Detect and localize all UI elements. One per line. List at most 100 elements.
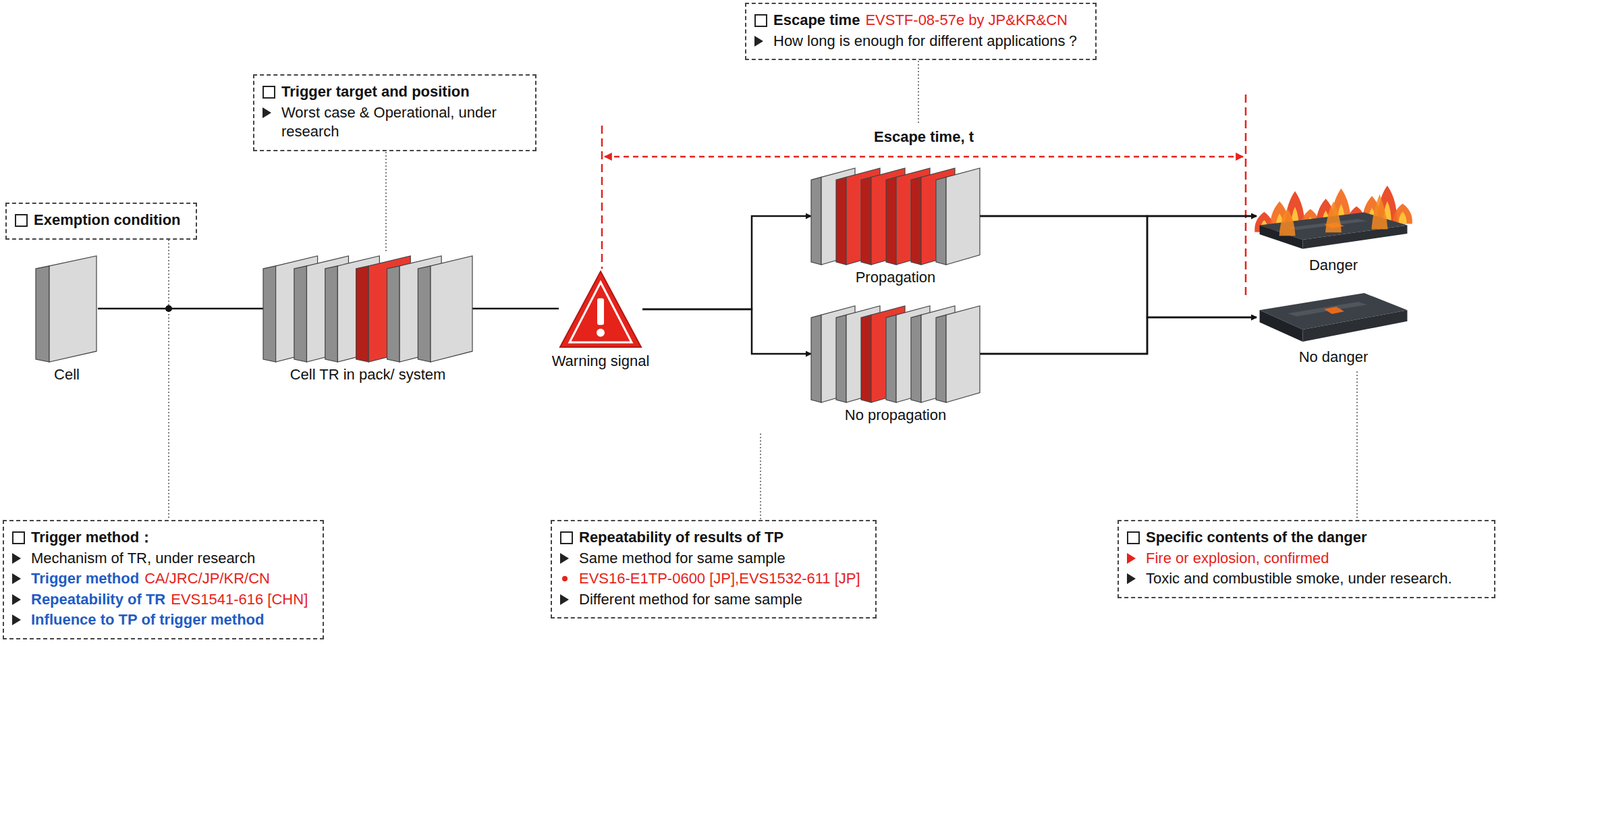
callout-line: Escape timeEVSTF-08-57e by JP&KR&CN xyxy=(754,10,1086,31)
illustration-label: Warning signal xyxy=(552,352,650,370)
line-text: How long is enough for different applica… xyxy=(773,31,1086,52)
arrow-bullet xyxy=(560,593,569,605)
slab-side xyxy=(811,314,822,403)
arrow-bullet xyxy=(754,35,764,47)
callout-text: EVS1541-616 [CHN] xyxy=(170,590,308,608)
line-text: Trigger methodCA/JRC/JP/KR/CN xyxy=(31,568,314,589)
arrow-bullet xyxy=(1126,552,1136,564)
leader-line xyxy=(168,222,170,534)
line-text: Repeatability of results of TP xyxy=(578,527,866,548)
callout-line: Mechanism of TR, under research xyxy=(12,548,314,569)
connector xyxy=(979,317,1257,354)
leader-line xyxy=(759,433,762,534)
slab-side xyxy=(861,176,872,265)
connector xyxy=(642,309,812,354)
callout-text: CA/JRC/JP/KR/CN xyxy=(144,569,270,587)
slab-side xyxy=(911,314,922,403)
bullet-slot xyxy=(1126,527,1146,547)
tray-right xyxy=(1302,309,1408,342)
slab-side xyxy=(294,265,308,362)
slab-side xyxy=(325,265,339,362)
illustration xyxy=(263,255,473,362)
cell-slab xyxy=(935,305,980,403)
callout-heading: Repeatability of results of TP xyxy=(578,528,784,546)
slab-side xyxy=(263,265,277,362)
callout-box: Trigger target and positionWorst case & … xyxy=(253,74,537,152)
arrow-bullet xyxy=(560,552,569,564)
checkbox-bullet xyxy=(560,531,573,544)
callout-line: Trigger method： xyxy=(12,527,314,548)
bullet-slot xyxy=(262,103,282,123)
line-text: Same method for same sample xyxy=(578,548,866,569)
line-text: Trigger target and position xyxy=(281,82,526,102)
callout-line: Specific contents of the danger xyxy=(1126,527,1485,548)
callout-text: Toxic and combustible smoke, under resea… xyxy=(1145,569,1453,587)
callout-box: Trigger method： Mechanism of TR, under re… xyxy=(2,519,324,640)
slab-face xyxy=(430,255,473,362)
callout-line: Exemption condition xyxy=(14,210,187,231)
callout-line: Repeatability of TREVS1541-616 [CHN] xyxy=(12,589,314,610)
flame-front xyxy=(1371,193,1388,229)
illustration-label: Propagation xyxy=(855,268,936,287)
line-text: Specific contents of the danger xyxy=(1145,527,1485,548)
slab-side xyxy=(356,265,370,362)
line-text: Worst case & Operational, under research xyxy=(281,103,526,142)
illustration-node: No propagation xyxy=(811,305,980,403)
warning-inner-outline xyxy=(569,282,632,343)
callout-text: How long is enough for different applica… xyxy=(773,32,1081,50)
checkbox-bullet xyxy=(14,213,28,227)
exclamation-bar xyxy=(597,298,604,325)
callout-heading: Trigger method： xyxy=(31,528,154,546)
callout-line: Fire or explosion, confirmed xyxy=(1126,548,1485,569)
illustration-label: Cell xyxy=(53,365,80,384)
callout-line: EVS16-E1TP-0600 [JP],EVS1532-611 [JP] xyxy=(560,568,866,589)
leader-line xyxy=(1356,371,1358,534)
illustration-label: Danger xyxy=(1309,256,1358,274)
dot-bullet xyxy=(562,575,568,582)
checkbox-bullet xyxy=(754,14,768,27)
callout-text: Same method for same sample xyxy=(578,549,786,567)
connector xyxy=(979,215,1257,354)
illustration xyxy=(35,255,98,362)
cell-slab xyxy=(417,255,473,362)
bullet-slot xyxy=(12,610,32,629)
line-text: Trigger method： xyxy=(31,527,314,548)
flame-core xyxy=(1398,211,1408,224)
bullet-slot xyxy=(12,568,32,588)
illustration xyxy=(1256,290,1411,345)
slab-side xyxy=(861,314,872,403)
callout-heading: Escape time xyxy=(773,11,860,29)
line-text: Repeatability of TREVS1541-616 [CHN] xyxy=(31,589,314,610)
callout-heading: Trigger target and position xyxy=(281,83,470,100)
arrow-bullet xyxy=(12,552,21,564)
leader-lines xyxy=(168,40,1358,534)
slab-side xyxy=(836,314,847,403)
bullet-slot xyxy=(560,589,579,609)
callout-line: Trigger target and position xyxy=(262,82,526,102)
bullet-slot xyxy=(12,589,32,609)
callout-line: Influence to TP of trigger method xyxy=(12,610,314,630)
callout-text: Trigger method xyxy=(31,569,140,587)
callout-text: Worst case & Operational, under research xyxy=(281,103,497,141)
arrow-bullet xyxy=(12,593,21,605)
illustration-node: Cell xyxy=(35,255,98,362)
callout-line: Trigger methodCA/JRC/JP/KR/CN xyxy=(12,568,314,589)
cell-slab xyxy=(935,168,980,265)
callout-text: Mechanism of TR, under research xyxy=(31,549,256,567)
bullet-slot xyxy=(560,568,579,588)
tray-right xyxy=(1302,225,1408,250)
line-text: Escape timeEVSTF-08-57e by JP&KR&CN xyxy=(773,10,1086,31)
bullet-slot xyxy=(754,10,774,30)
connector xyxy=(97,307,264,310)
callout-line: How long is enough for different applica… xyxy=(754,31,1086,52)
bullet-slot xyxy=(12,527,32,547)
bullet-slot xyxy=(262,82,282,102)
connector xyxy=(642,215,812,310)
illustration-node: Danger xyxy=(1256,179,1411,253)
checkbox-bullet xyxy=(12,531,25,544)
slab-face xyxy=(946,168,980,265)
line-text: Mechanism of TR, under research xyxy=(31,548,314,569)
callout-heading: Specific contents of the danger xyxy=(1145,528,1368,546)
checkbox-bullet xyxy=(1126,531,1140,544)
